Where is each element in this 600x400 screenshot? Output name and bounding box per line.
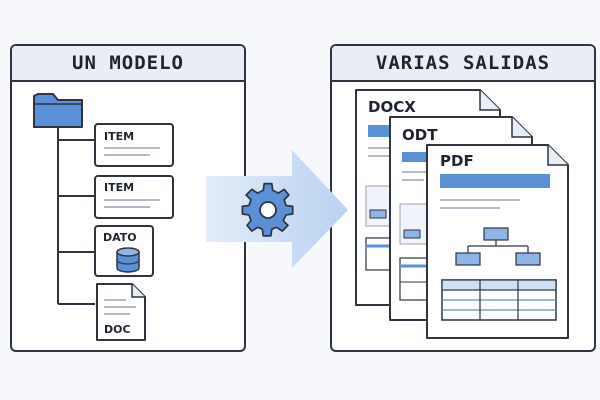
source-model-title: UN MODELO — [12, 46, 244, 82]
tree-data-label: DATO — [103, 231, 137, 244]
folder-icon — [33, 93, 83, 128]
document-icon — [104, 299, 136, 315]
pdf-mini-table — [441, 279, 557, 321]
tree-connectors — [57, 127, 95, 305]
output-pdf-label: PDF — [440, 152, 474, 170]
tree-doc-node: DOC — [96, 283, 146, 341]
tree-item-node: ITEM — [94, 175, 174, 219]
output-pdf-document: PDF — [426, 144, 569, 339]
gear-icon — [241, 182, 294, 237]
pdf-mini-diagram — [455, 227, 541, 266]
tree-item-label: ITEM — [104, 181, 134, 194]
tree-item-node: ITEM — [94, 123, 174, 167]
tree-doc-label: DOC — [104, 323, 131, 336]
database-icon — [116, 247, 140, 273]
tree-data-node: DATO — [94, 225, 154, 277]
outputs-title: VARIAS SALIDAS — [332, 46, 594, 82]
output-odt-label: ODT — [402, 126, 438, 144]
output-docx-label: DOCX — [368, 98, 416, 116]
tree-item-label: ITEM — [104, 130, 134, 143]
